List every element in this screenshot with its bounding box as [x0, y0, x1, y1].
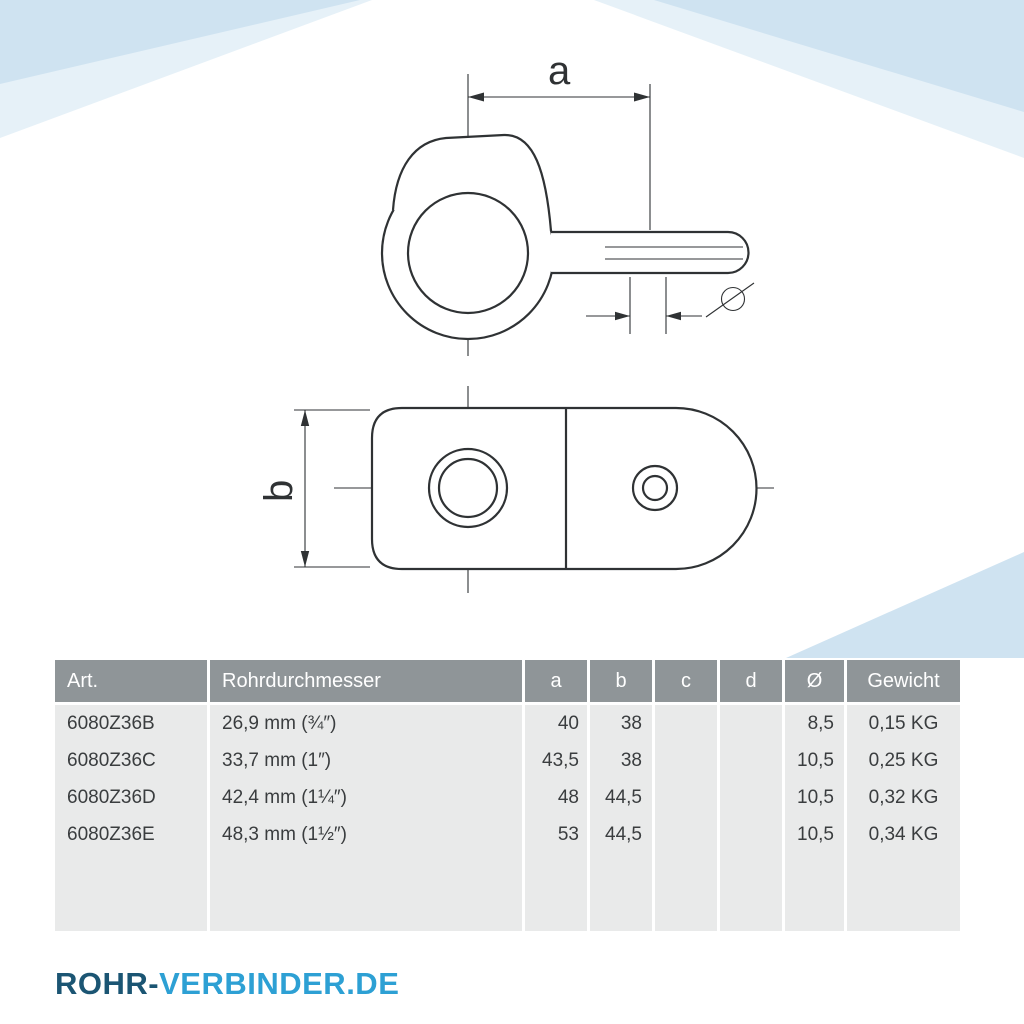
col-header-d: d: [720, 660, 785, 702]
logo: ROHR-VERBINDER.DE: [55, 966, 399, 1002]
dim-b-arrow-bottom: [300, 551, 310, 567]
dim-b-label: b: [257, 480, 301, 502]
cell-size: 33,7 mm (1″): [210, 742, 525, 779]
cell-a: 40: [525, 705, 590, 742]
cell-a: 43,5: [525, 742, 590, 779]
dimension-b: b: [257, 409, 370, 568]
cell-art: 6080Z36D: [55, 779, 210, 816]
cell-weight: 0,25 KG: [868, 750, 939, 771]
col-header-size: Rohrdurchmesser: [210, 660, 525, 702]
cell-dia: 10,5: [785, 742, 847, 779]
col-header-dia: Ø: [785, 660, 847, 702]
top-view-drawing: b: [257, 386, 774, 593]
cell-art: 6080Z36B: [55, 705, 210, 742]
arm-outline: [551, 230, 750, 275]
spec-table: Art. Rohrdurchmesser a b c d Ø Gewicht 6…: [55, 660, 960, 931]
diameter-symbol-slash: [705, 282, 755, 318]
boss-inner-circle: [437, 457, 499, 519]
tongue-outline: [566, 406, 758, 571]
cell-c: [655, 779, 720, 816]
cell-c: [655, 816, 720, 853]
cell-b: 44,5: [590, 816, 655, 853]
dimension-diameter: [586, 277, 755, 334]
dia-arrow-left: [615, 311, 630, 321]
logo-part-rohr: ROHR-: [55, 966, 160, 1001]
cell-dia: 10,5: [785, 779, 847, 816]
cell-art: 6080Z36C: [55, 742, 210, 779]
dim-a-arrow-right: [634, 92, 650, 102]
cell-d: [720, 816, 785, 853]
cell-art: 6080Z36E: [55, 816, 210, 853]
clamp-lug: [391, 133, 553, 232]
cell-b: 44,5: [590, 779, 655, 816]
cell-weight: 0,34 KG: [868, 824, 939, 845]
cell-c: [655, 742, 720, 779]
dia-arrow-right: [666, 311, 681, 321]
col-header-b: b: [590, 660, 655, 702]
cell-size: 42,4 mm (1¼″): [210, 779, 525, 816]
cell-a: 48: [525, 779, 590, 816]
table-row: 6080Z36B 26,9 mm (¾″) 40 38 8,5 0,15 KG: [55, 705, 960, 742]
cell-weight: 0,32 KG: [868, 787, 939, 808]
boss-outer-circle: [427, 447, 509, 529]
hole-inner-circle: [641, 474, 669, 502]
cell-b: 38: [590, 742, 655, 779]
logo-part-verbinder: VERBINDER.DE: [159, 966, 400, 1001]
cell-dia: 10,5: [785, 816, 847, 853]
table-row: 6080Z36E 48,3 mm (1½″) 53 44,5 10,5 0,34…: [55, 816, 960, 853]
ring-inner-circle: [406, 191, 530, 315]
table-row: 6080Z36C 33,7 mm (1″) 43,5 38 10,5 0,25 …: [55, 742, 960, 779]
cell-d: [720, 742, 785, 779]
technical-drawing: a: [257, 49, 774, 593]
table-filler: [55, 853, 960, 931]
hole-outer-circle: [631, 464, 679, 512]
cell-d: [720, 705, 785, 742]
cell-b: 38: [590, 705, 655, 742]
cell-c: [655, 705, 720, 742]
cell-a: 53: [525, 816, 590, 853]
cell-weight: 0,15 KG: [868, 713, 939, 734]
side-view-drawing: a: [380, 49, 755, 356]
dim-a-label: a: [548, 49, 571, 93]
cell-size: 48,3 mm (1½″): [210, 816, 525, 853]
col-header-a: a: [525, 660, 590, 702]
table-header-row: Art. Rohrdurchmesser a b c d Ø Gewicht: [55, 660, 960, 705]
cell-size: 26,9 mm (¾″): [210, 705, 525, 742]
col-header-art: Art.: [55, 660, 210, 702]
body-outline: [370, 406, 566, 571]
dimension-a: a: [468, 49, 651, 230]
dim-a-arrow-left: [468, 92, 484, 102]
cell-dia: 8,5: [785, 705, 847, 742]
dim-b-arrow-top: [300, 410, 310, 426]
col-header-weight: Gewicht: [867, 670, 940, 692]
table-row: 6080Z36D 42,4 mm (1¼″) 48 44,5 10,5 0,32…: [55, 779, 960, 816]
diameter-symbol: [720, 286, 746, 312]
cell-d: [720, 779, 785, 816]
col-header-c: c: [655, 660, 720, 702]
